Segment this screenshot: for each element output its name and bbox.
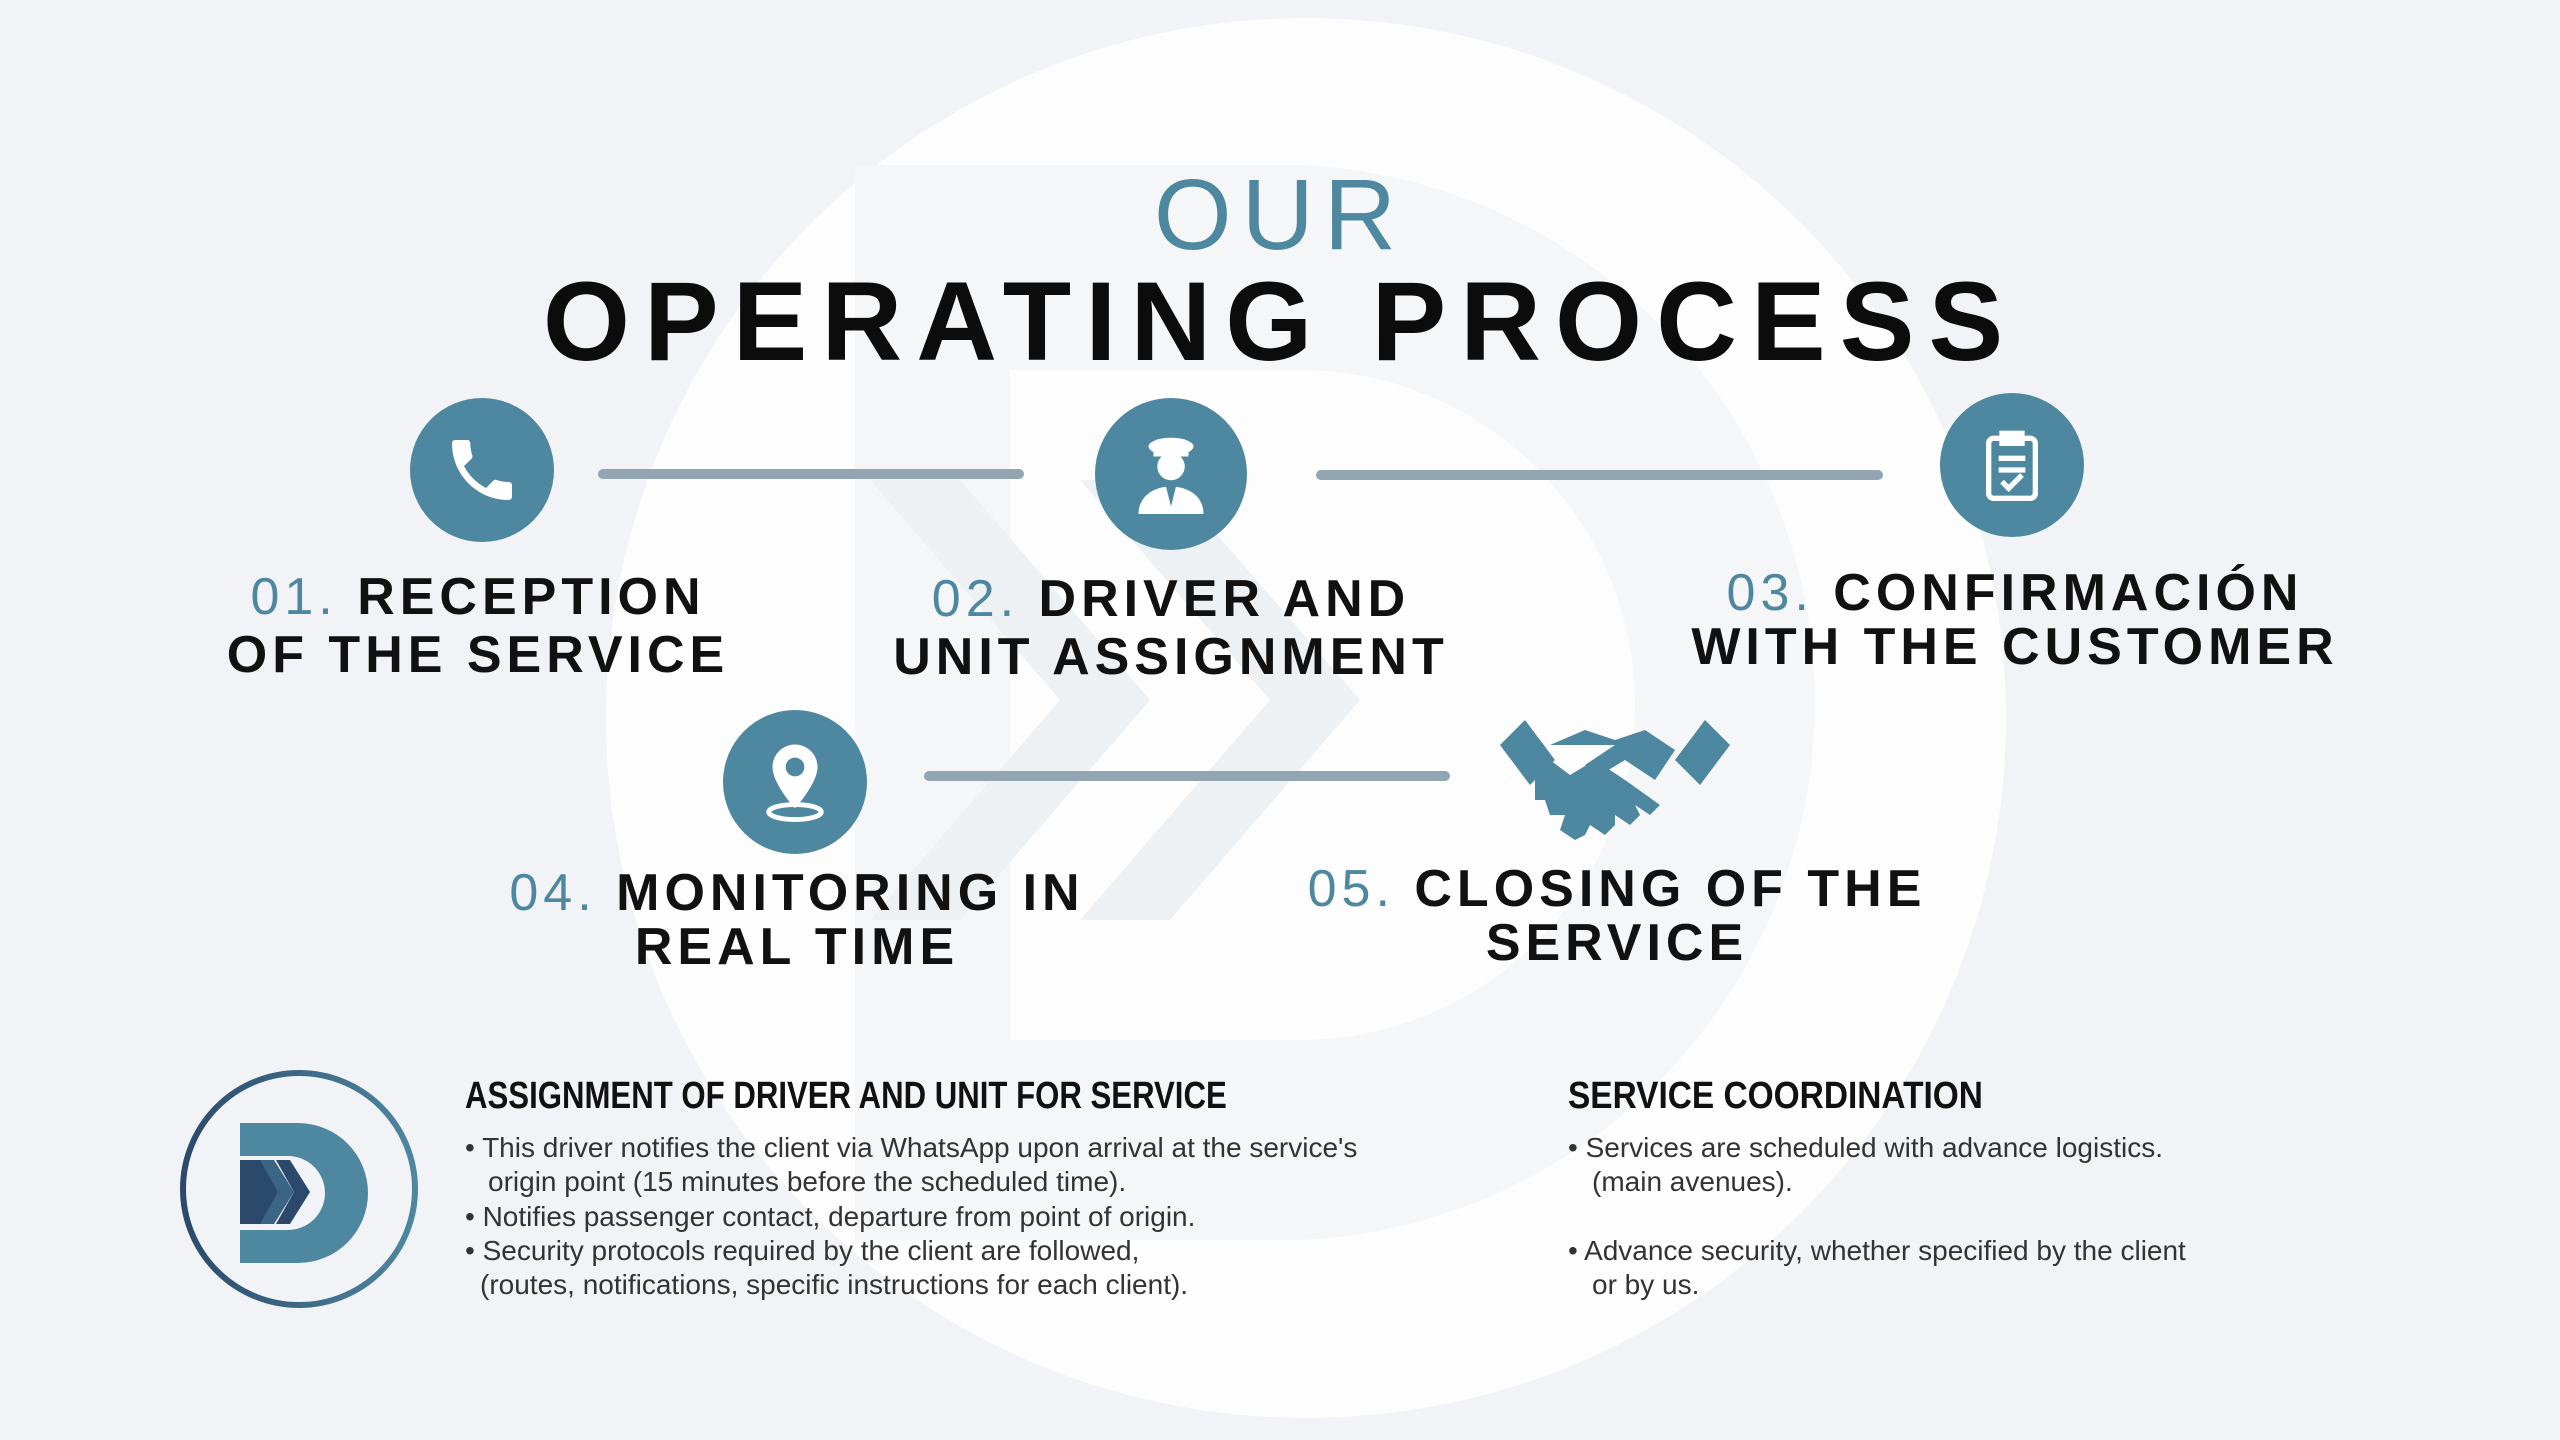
bullet-line: • Notifies passenger contact, departure …	[465, 1201, 1196, 1232]
section-heading: SERVICE COORDINATION	[1568, 1075, 1983, 1117]
step-number: 05.	[1307, 860, 1395, 918]
bullet-line: • Advance security, whether specified by…	[1568, 1235, 2186, 1266]
title-operating-process: OPERATING PROCESS	[542, 259, 2018, 384]
step-number: 02.	[931, 570, 1020, 628]
step-title: CONFIRMACIÓN	[1833, 564, 2304, 622]
section-heading: ASSIGNMENT OF DRIVER AND UNIT FOR SERVIC…	[465, 1075, 1227, 1117]
title-our: OUR	[1153, 159, 1407, 271]
step-4-label: 04. MONITORING IN REAL TIME	[397, 866, 1197, 974]
step-2-label: 02. DRIVER AND UNIT ASSIGNMENT	[771, 570, 1571, 686]
handshake-icon	[1500, 705, 1730, 855]
connector-line	[1316, 470, 1883, 480]
bullet-line: • Services are scheduled with advance lo…	[1568, 1132, 2163, 1163]
bullet-line: origin point (15 minutes before the sche…	[488, 1166, 1127, 1197]
bullet-line: • Security protocols required by the cli…	[465, 1235, 1140, 1266]
step-number: 04.	[509, 864, 597, 922]
step-title: UNIT ASSIGNMENT	[893, 628, 1449, 686]
step-title: WITH THE CUSTOMER	[1691, 618, 2339, 676]
step-number: 01.	[250, 568, 338, 626]
clipboard-check-icon	[1940, 393, 2084, 537]
step-title: RECEPTION	[357, 568, 706, 626]
step-3-label: 03. CONFIRMACIÓN WITH THE CUSTOMER	[1615, 566, 2415, 674]
phone-icon	[410, 398, 554, 542]
step-title: REAL TIME	[634, 918, 960, 976]
step-title: DRIVER AND	[1038, 570, 1411, 628]
bullet-line: (routes, notifications, specific instruc…	[480, 1269, 1189, 1300]
step-5-label: 05. CLOSING OF THE SERVICE	[1217, 862, 2017, 970]
step-title: SERVICE	[1485, 914, 1749, 972]
step-title: MONITORING IN	[616, 864, 1085, 922]
location-pin-icon	[723, 710, 867, 854]
bullet-line: • This driver notifies the client via Wh…	[465, 1132, 1358, 1163]
bullet-line: (main avenues).	[1592, 1166, 1793, 1197]
bullet-line: or by us.	[1592, 1269, 1700, 1300]
driver-icon	[1095, 398, 1247, 550]
step-title: OF THE SERVICE	[226, 626, 730, 684]
company-logo	[178, 1068, 420, 1310]
step-number: 03.	[1726, 564, 1814, 622]
connector-line	[924, 771, 1450, 781]
step-title: CLOSING OF THE	[1414, 860, 1927, 918]
connector-line	[598, 469, 1024, 479]
step-1-label: 01. RECEPTION OF THE SERVICE	[78, 568, 878, 684]
